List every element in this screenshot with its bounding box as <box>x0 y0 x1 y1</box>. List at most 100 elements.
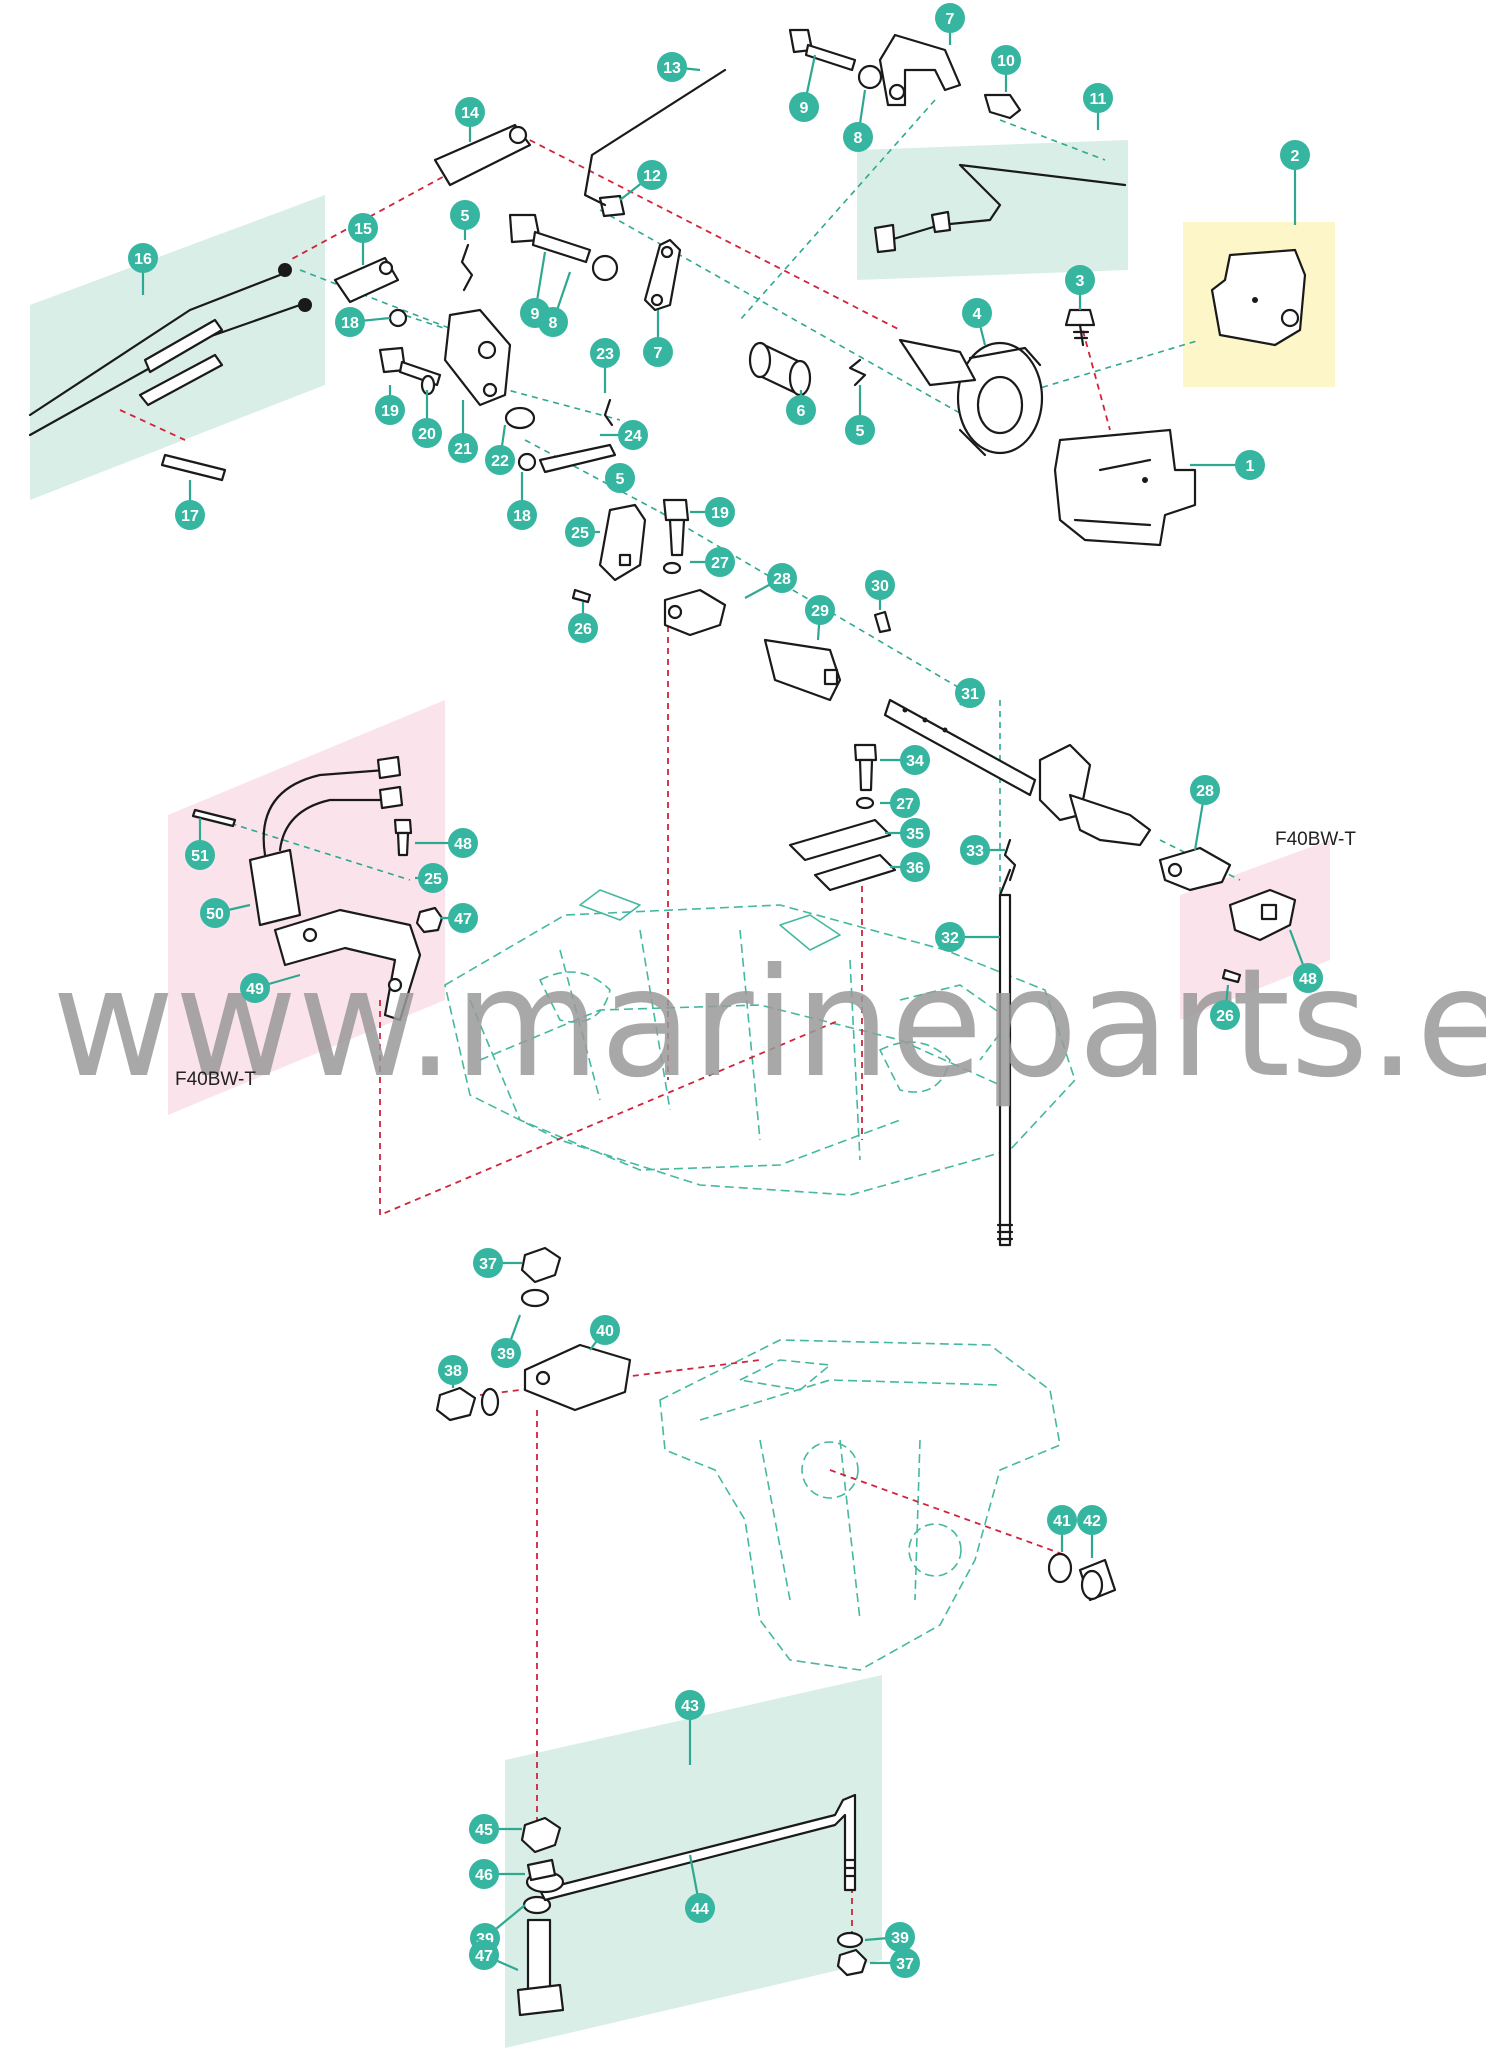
callout-2: 2 <box>1280 140 1310 225</box>
callout-9: 9 <box>789 54 819 122</box>
callout-badge <box>845 415 875 445</box>
part-key-17 <box>160 453 227 482</box>
callout-badge <box>786 395 816 425</box>
callout-number: 46 <box>475 1867 493 1884</box>
callout-35: 35 <box>885 818 930 848</box>
callout-number: 13 <box>663 60 681 77</box>
callout-48: 48 <box>1288 929 1323 993</box>
callout-badge <box>890 1948 920 1978</box>
highlight-panel-rod-11 <box>857 140 1128 280</box>
callout-badge <box>657 52 687 82</box>
callout-badge <box>685 1893 715 1923</box>
callout-25: 25 <box>415 863 448 893</box>
callout-40: 40 <box>589 1315 620 1351</box>
callout-44: 44 <box>685 1854 715 1923</box>
part-nut-37a <box>520 1246 562 1284</box>
callout-number: 51 <box>191 848 209 865</box>
part-plate-35 <box>788 818 892 862</box>
upper-bracket-outline <box>444 889 1076 1196</box>
callout-number: 5 <box>856 423 865 440</box>
callout-number: 33 <box>966 843 984 860</box>
callout-number: 18 <box>341 315 359 332</box>
part-nut-38 <box>435 1386 477 1422</box>
part-o-ring-41 <box>1047 1552 1073 1584</box>
callout-number: 43 <box>681 1698 699 1715</box>
callout-number: 14 <box>461 105 479 122</box>
callout-16: 16 <box>128 243 158 295</box>
callout-28: 28 <box>1190 775 1220 851</box>
callout-number: 48 <box>1299 971 1317 988</box>
part-bolt-19b <box>662 498 690 557</box>
callout-badge <box>469 1859 499 1889</box>
part-washer-8a <box>857 64 883 90</box>
callout-3: 3 <box>1065 265 1095 310</box>
callout-number: 8 <box>549 315 558 332</box>
part-plate-36 <box>813 853 897 892</box>
part-lever-21 <box>443 308 512 407</box>
callout-badge <box>618 420 648 450</box>
callout-badge <box>375 395 405 425</box>
callout-badge <box>473 1248 503 1278</box>
callout-number: 7 <box>654 345 663 362</box>
callout-number: 36 <box>906 860 924 877</box>
callout-24: 24 <box>600 420 648 450</box>
callout-badge <box>960 835 990 865</box>
callout-number: 5 <box>461 208 470 225</box>
part-joint-15 <box>333 256 400 304</box>
callout-number: 44 <box>691 1901 709 1918</box>
callout-badge <box>507 500 537 530</box>
ref-line-49-bracket <box>379 1000 841 1217</box>
callout-badge <box>865 570 895 600</box>
callout-37: 37 <box>870 1948 920 1978</box>
callout-badge <box>185 840 215 870</box>
callout-badge <box>935 922 965 952</box>
callout-31: 31 <box>955 678 985 708</box>
part-link-7-lower <box>643 238 682 312</box>
callout-number: 28 <box>773 571 791 588</box>
part-washer-39d <box>836 1931 864 1949</box>
part-shift-shaft <box>883 698 1152 847</box>
callout-badge <box>900 852 930 882</box>
callout-badge <box>448 903 478 933</box>
callout-number: 19 <box>381 403 399 420</box>
callout-number: 50 <box>206 906 224 923</box>
callout-number: 5 <box>616 471 625 488</box>
callout-badge <box>900 818 930 848</box>
callout-number: 19 <box>711 505 729 522</box>
callout-badge <box>885 1922 915 1952</box>
callout-badge <box>448 828 478 858</box>
callout-45: 45 <box>469 1814 522 1844</box>
callout-badge <box>605 463 635 493</box>
callout-30: 30 <box>865 570 895 610</box>
callout-39: 39 <box>491 1314 522 1368</box>
watermark: www.marineparts.eu <box>52 937 1486 1111</box>
callout-26: 26 <box>568 602 598 643</box>
callout-29: 29 <box>805 595 835 641</box>
callout-number: 39 <box>891 1930 909 1947</box>
callout-7: 7 <box>935 3 965 45</box>
part-screw-51 <box>191 808 237 828</box>
part-bolt-9b <box>508 213 592 264</box>
callout-number: 25 <box>424 871 442 888</box>
callout-12: 12 <box>619 160 667 201</box>
part-washer-18a <box>388 308 408 328</box>
part-collar <box>748 341 812 397</box>
callout-5: 5 <box>845 385 875 445</box>
part-clip-5a <box>460 243 474 292</box>
part-clip-23 <box>603 398 614 427</box>
callout-badge <box>1065 265 1095 295</box>
callout-28: 28 <box>744 563 797 599</box>
callout-badge <box>455 97 485 127</box>
callout-4: 4 <box>962 298 992 346</box>
callout-badge <box>438 1355 468 1385</box>
part-bracket-40 <box>523 1343 632 1412</box>
highlight-panel-switch-variant <box>168 700 445 1115</box>
callout-10: 10 <box>991 45 1021 92</box>
swivel-bracket-outline <box>659 1339 1061 1671</box>
callout-number: 48 <box>454 836 472 853</box>
callout-badge <box>962 298 992 328</box>
part-pin-26b <box>1221 968 1242 984</box>
callout-47: 47 <box>440 903 478 933</box>
callout-badge <box>568 613 598 643</box>
callout-badge <box>1293 963 1323 993</box>
